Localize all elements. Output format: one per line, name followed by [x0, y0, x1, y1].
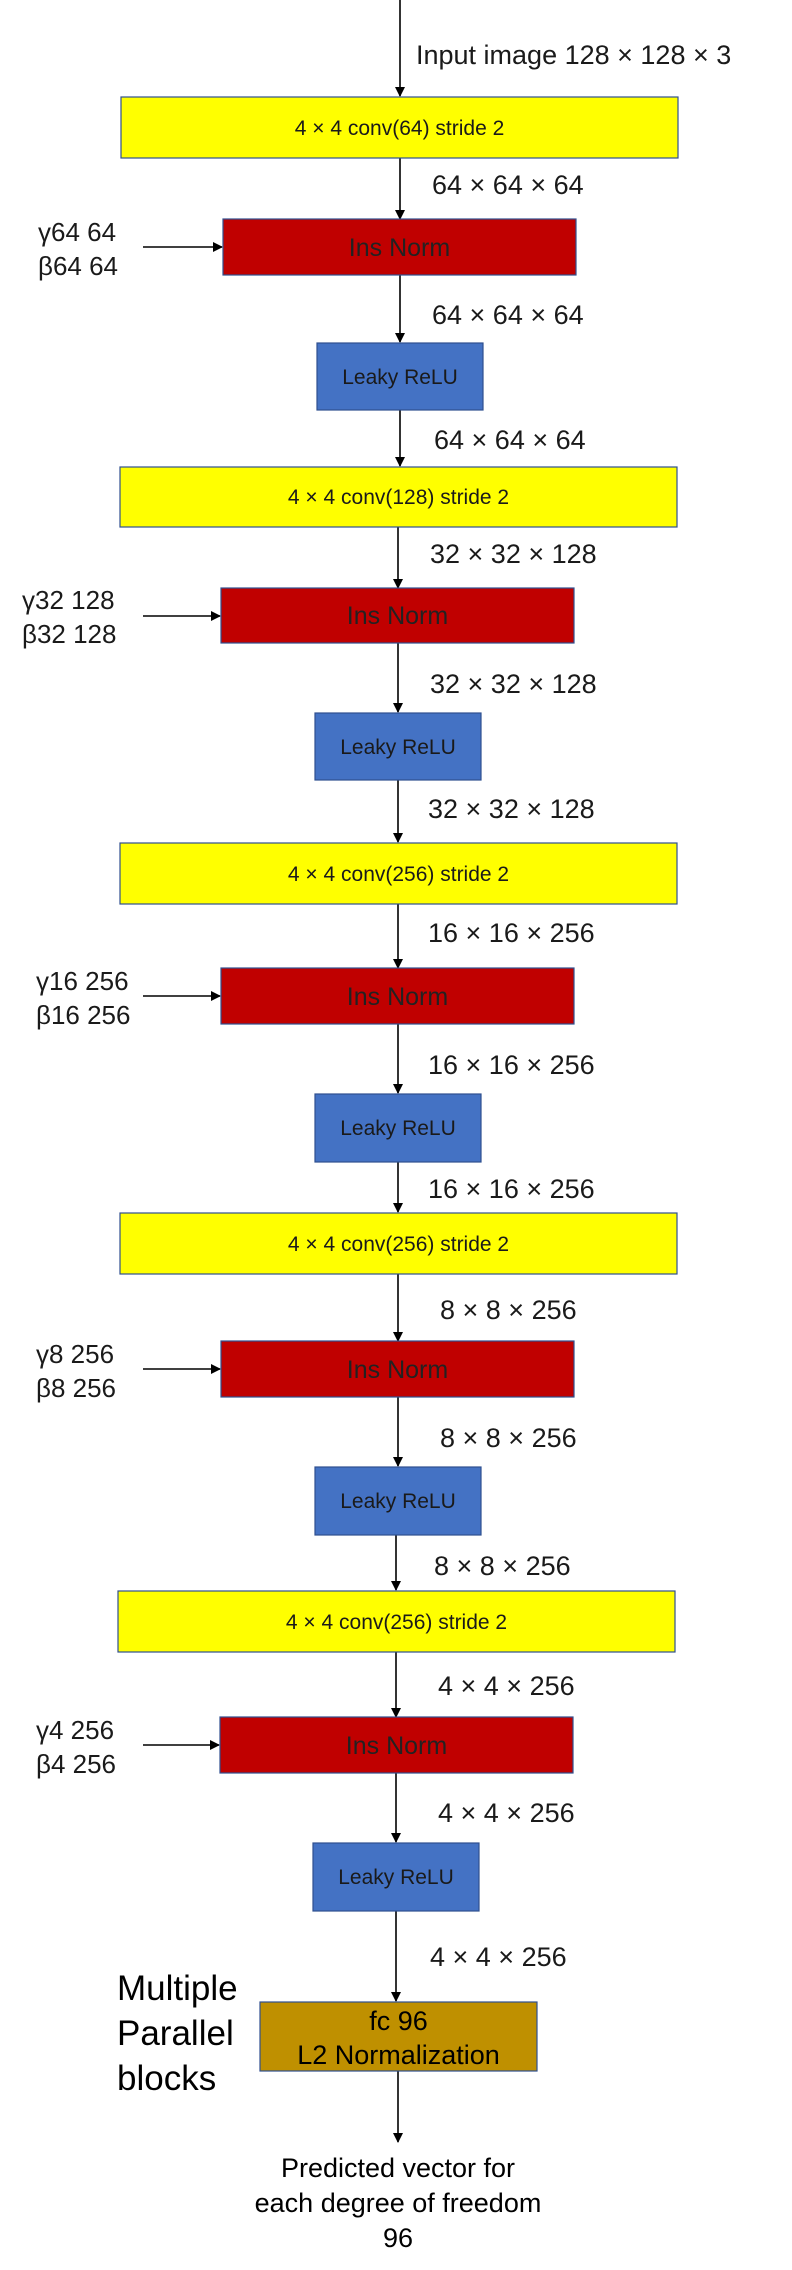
leaky-relu-block-3-label: Leaky ReLU [340, 1117, 456, 1140]
leaky-relu-block-2 [314, 712, 482, 781]
shape-label-12: 8 × 8 × 256 [434, 1551, 571, 1581]
norm-param-gamma-2: γ32 128 [22, 585, 115, 615]
conv-block-2 [119, 466, 678, 528]
ins-norm-block-3 [220, 967, 575, 1025]
conv-block-5 [117, 1590, 676, 1653]
leaky-relu-block-3 [314, 1093, 482, 1163]
leaky-relu-block-4 [314, 1466, 482, 1536]
shape-label-9: 16 × 16 × 256 [428, 1174, 595, 1204]
conv-block-4 [119, 1212, 678, 1275]
output-label: Predicted vector for each degree of free… [255, 2153, 542, 2253]
side-note-line-2: Parallel [117, 2014, 234, 2053]
conv-block-4-label: 4 × 4 conv(256) stride 2 [288, 1233, 509, 1256]
output-label-line-3: 96 [383, 2223, 413, 2253]
shape-label-11: 8 × 8 × 256 [440, 1423, 577, 1453]
norm-param-beta-1: β64 64 [38, 251, 118, 281]
ins-norm-block-4-label: Ins Norm [347, 1356, 448, 1384]
ins-norm-block-2 [220, 587, 575, 644]
side-note-line-1: Multiple [117, 1969, 238, 2008]
leaky-relu-block-4-label: Leaky ReLU [340, 1490, 456, 1513]
conv-block-1 [120, 96, 679, 159]
fc-block-line-1: fc 96 [369, 2006, 428, 2036]
leaky-relu-block-1-label: Leaky ReLU [342, 366, 458, 389]
leaky-relu-block-2-label: Leaky ReLU [340, 736, 456, 759]
shape-label-10: 8 × 8 × 256 [440, 1295, 577, 1325]
norm-param-gamma-1: γ64 64 [38, 217, 116, 247]
conv-block-3-label: 4 × 4 conv(256) stride 2 [288, 863, 509, 886]
shape-label-2: 64 × 64 × 64 [432, 300, 584, 330]
side-note-line-3: blocks [117, 2059, 216, 2098]
leaky-relu-block-5-label: Leaky ReLU [338, 1866, 454, 1889]
shape-label-1: 64 × 64 × 64 [432, 170, 584, 200]
norm-param-arrows [143, 242, 223, 1750]
conv-block-1-label: 4 × 4 conv(64) stride 2 [295, 117, 505, 140]
shape-label-14: 4 × 4 × 256 [438, 1798, 575, 1828]
shape-label-8: 16 × 16 × 256 [428, 1050, 595, 1080]
shape-label-3: 64 × 64 × 64 [434, 425, 586, 455]
leaky-relu-block-5 [312, 1842, 480, 1912]
ins-norm-block-1-label: Ins Norm [349, 234, 450, 262]
shape-label-6: 32 × 32 × 128 [428, 794, 595, 824]
ins-norm-block-5 [219, 1716, 574, 1774]
fc-block [259, 2001, 538, 2072]
norm-param-beta-3: β16 256 [36, 1000, 130, 1030]
output-label-line-1: Predicted vector for [281, 2153, 515, 2183]
stage-2: 4 × 4 conv(128) stride 2 32 × 32 × 128 I… [22, 466, 678, 824]
shape-label-7: 16 × 16 × 256 [428, 918, 595, 948]
ins-norm-block-2-label: Ins Norm [347, 602, 448, 630]
stage-3: 4 × 4 conv(256) stride 2 16 × 16 × 256 I… [36, 842, 678, 1204]
norm-param-beta-5: β4 256 [36, 1749, 116, 1779]
norm-param-gamma-4: γ8 256 [36, 1339, 114, 1369]
ins-norm-block-3-label: Ins Norm [347, 983, 448, 1011]
ins-norm-block-4 [220, 1340, 575, 1398]
norm-param-beta-4: β8 256 [36, 1373, 116, 1403]
flow-arrows [391, 0, 405, 2143]
conv-block-3 [119, 842, 678, 905]
output-label-line-2: each degree of freedom [255, 2188, 542, 2218]
conv-block-2-label: 4 × 4 conv(128) stride 2 [288, 486, 509, 509]
shape-label-5: 32 × 32 × 128 [430, 669, 597, 699]
conv-block-5-label: 4 × 4 conv(256) stride 2 [286, 1611, 507, 1634]
norm-param-gamma-3: γ16 256 [36, 966, 129, 996]
stage-1: 4 × 4 conv(64) stride 2 64 × 64 × 64 Ins… [38, 96, 679, 455]
ins-norm-block-1 [222, 218, 577, 276]
norm-param-gamma-5: γ4 256 [36, 1715, 114, 1745]
side-note: Multiple Parallel blocks [117, 1969, 238, 2098]
shape-label-13: 4 × 4 × 256 [438, 1671, 575, 1701]
stage-4: 4 × 4 conv(256) stride 2 8 × 8 × 256 Ins… [36, 1212, 678, 1581]
shape-label-4: 32 × 32 × 128 [430, 539, 597, 569]
norm-param-beta-2: β32 128 [22, 619, 116, 649]
stage-5: 4 × 4 conv(256) stride 2 4 × 4 × 256 Ins… [36, 1590, 676, 1972]
fc-stage: fc 96 L2 Normalization [259, 2001, 538, 2072]
leaky-relu-block-1 [316, 342, 484, 411]
fc-block-line-2: L2 Normalization [297, 2040, 500, 2070]
shape-label-15: 4 × 4 × 256 [430, 1942, 567, 1972]
ins-norm-block-5-label: Ins Norm [346, 1732, 447, 1760]
input-label: Input image 128 × 128 × 3 [416, 40, 731, 70]
